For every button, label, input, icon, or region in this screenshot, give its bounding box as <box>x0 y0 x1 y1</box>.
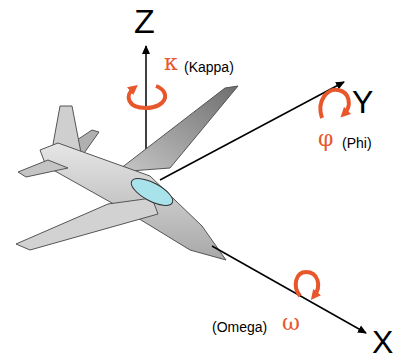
kappa-rotation <box>129 86 166 108</box>
x-axis <box>212 246 366 333</box>
angle-name: (Omega) <box>212 320 267 334</box>
axis-name: Y <box>352 86 373 118</box>
angle-name: (Kappa) <box>184 60 234 74</box>
stabilizer <box>18 160 68 177</box>
z-axis <box>145 46 147 150</box>
axis-name: X <box>372 326 393 358</box>
axis-name: Z <box>134 4 155 38</box>
omega-rotation <box>296 272 318 296</box>
angle-symbol: κ <box>164 52 178 74</box>
cockpit <box>127 173 176 210</box>
angle-symbol: ω <box>282 312 300 334</box>
phi-rotation <box>320 90 348 118</box>
left-wing <box>16 198 158 250</box>
angle-symbol: φ <box>318 128 333 150</box>
right-wing <box>116 86 238 172</box>
angle-name: (Phi) <box>342 136 372 150</box>
